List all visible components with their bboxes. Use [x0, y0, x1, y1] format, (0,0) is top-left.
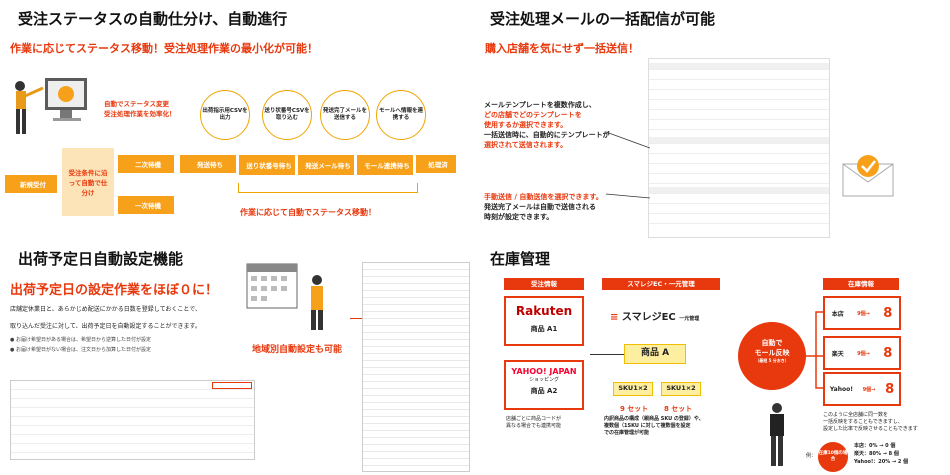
q4-note-sku: 内訳商品の構成（親商品 SKU の登録）や、複数個（1SKU に対して複数個を設… — [604, 416, 704, 436]
calendar-person-illustration — [246, 263, 323, 330]
mail-check-icon — [842, 155, 894, 197]
bubble-csv-in: 送り状番号CSVを取り込む — [262, 90, 312, 140]
q2-subtitle: 購入店舗を気にせず一括送信！ — [485, 42, 639, 55]
q3-bullet-2: ● お届け希望日がない場合は、注文日から加算した日付が設定 — [10, 347, 151, 353]
example-label: 例： — [806, 453, 817, 459]
q3-bullet-1: ● お届け希望日がある場合は、希望日から逆算した日付が設定 — [10, 337, 151, 343]
bubble-csv-out: 出荷指示用CSVを出力 — [200, 90, 250, 140]
q4-note-codes: 店舗ごとに商品コードが異なる場合でも連携可能 — [506, 416, 562, 429]
region-table-screenshot — [362, 262, 470, 472]
set-count-2: 8 セット — [664, 405, 693, 413]
flow-done: 処理済 — [416, 155, 456, 173]
person-laptop-illustration — [15, 78, 87, 134]
rakuten-logo: Rakuten — [515, 304, 573, 318]
flow-mall-wait: モール連携待ち — [357, 155, 413, 175]
q4-title: 在庫管理 — [490, 250, 551, 268]
flow-bracket — [238, 183, 418, 193]
order-link-line — [590, 354, 624, 355]
flow-invoice-wait: 送り状番号待ち — [239, 155, 295, 175]
stock-yahoo: Yahoo!9個→8 — [823, 372, 901, 406]
q2-para-1: メールテンプレートを複数作成し、どの店舗でどのテンプレートを使用するか選択できま… — [484, 101, 610, 149]
set-count-1: 9 セット — [620, 405, 649, 413]
ship-date-highlight — [212, 382, 252, 389]
bubble-mail: 発送完了メールを送信する — [320, 90, 370, 140]
q4-header-stock: 在庫情報 — [823, 278, 899, 290]
q1-title: 受注ステータスの自動仕分け、自動進行 — [18, 10, 288, 28]
flow-new: 新規受付 — [5, 175, 57, 193]
q3-title: 出荷予定日自動設定機能 — [18, 250, 184, 268]
flow-sort: 受注条件に沿って自動で仕分け — [62, 148, 114, 216]
sku-box-1: SKU1×2 — [613, 382, 653, 396]
q4-ratio-explanation: このように全店舗に同一数を一括反映をすることもできますし、設定した比率で反映させ… — [823, 412, 918, 432]
q1-callout-2: 受注処理作業を効率化！ — [104, 110, 176, 118]
flow-ship-wait: 発送待ち — [180, 155, 236, 173]
callout-lines — [606, 131, 650, 199]
q1-footer: 作業に応じて自動でステータス移動！ — [240, 208, 376, 217]
q2-para-2: 手動送信 / 自動送信を選択できます。発送完了メールは自動で送信される時刻が設定… — [484, 193, 603, 221]
product-a-box: 商品 A — [624, 344, 686, 364]
rakuten-card: Rakuten 商品 A1 — [504, 296, 584, 346]
q3-region: 地域別自動設定も可能 — [252, 345, 343, 355]
worker-illustration — [770, 403, 784, 466]
yahoo-card: YAHOO! JAPAN ショッピング 商品 A2 — [504, 360, 584, 410]
q4-header-ec: スマレジEC・一元管理 — [602, 278, 720, 290]
bubble-mall: モールへ情報を連携する — [376, 90, 426, 140]
region-arrow — [350, 318, 362, 319]
flow-mail-wait: 発送メール待ち — [298, 155, 354, 175]
q3-para-1: 店舗定休業日と、あらかじめ配送にかかる日数を登録しておくことで、 — [10, 306, 201, 313]
mail-settings-form-screenshot — [648, 58, 830, 238]
flow-second: 二次待機 — [118, 155, 174, 173]
q3-para-2: 取り込んだ受注に対して、出荷予定日を自動設定することができます。 — [10, 323, 201, 330]
example-badge: 在庫10個の場合 — [818, 442, 848, 472]
ship-date-settings-screenshot — [10, 380, 255, 460]
q3-subtitle: 出荷予定日の設定作業をほぼ０に！ — [10, 283, 219, 298]
sku-box-2: SKU1×2 — [661, 382, 701, 396]
q1-callout-1: 自動でステータス変更 — [104, 100, 169, 108]
auto-reflect-circle: 自動でモール反映（最短 5 分おき） — [738, 322, 806, 390]
q4-header-order: 受注情報 — [504, 278, 584, 290]
flow-first: 一次待機 — [118, 196, 174, 214]
q1-subtitle: 作業に応じてステータス移動！受注処理作業の最小化が可能！ — [10, 42, 318, 55]
q2-title: 受注処理メールの一括配信が可能 — [490, 10, 716, 28]
yahoo-logo: YAHOO! JAPAN — [511, 367, 577, 376]
smaregi-brand: ≡ スマレジEC 一元管理 — [610, 312, 700, 323]
